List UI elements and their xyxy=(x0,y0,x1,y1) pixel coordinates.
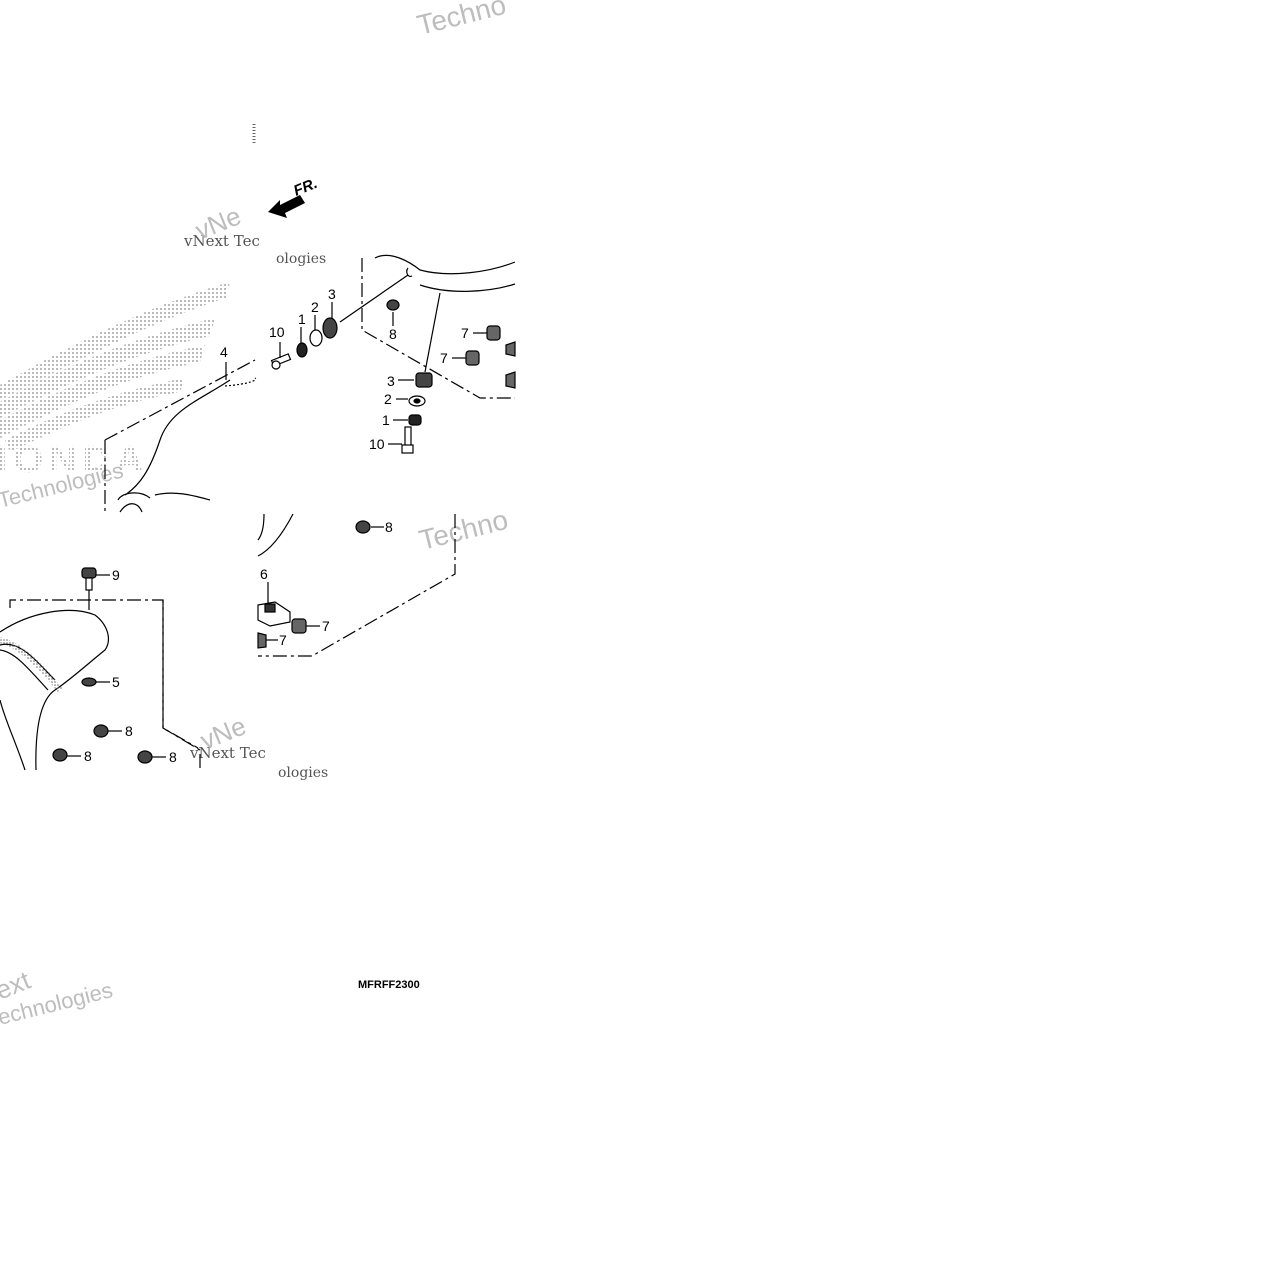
vertical-hardware-stack xyxy=(388,372,433,454)
callout-9: 9 xyxy=(112,567,120,583)
callout-7: 7 xyxy=(322,618,330,634)
watermarks: Techno vNext Tec ologies vNe Technologie… xyxy=(0,0,511,1030)
passenger-seat-group xyxy=(0,574,201,771)
callout-1: 1 xyxy=(298,311,306,327)
watermark-text: vNext Tec xyxy=(183,232,260,250)
callout-labels: 1 2 3 4 10 8 7 7 3 2 1 10 8 6 7 7 9 5 8 … xyxy=(84,286,469,765)
callout-8: 8 xyxy=(389,326,397,342)
callout-10: 10 xyxy=(269,324,285,340)
callout-5: 5 xyxy=(112,674,120,690)
callout-3: 3 xyxy=(387,373,395,389)
middle-bracket-group xyxy=(257,513,456,657)
watermark-text: Techno xyxy=(416,504,511,556)
grommets-upper-right xyxy=(386,299,516,389)
callout-10: 10 xyxy=(369,436,385,452)
upper-hardware-stack xyxy=(270,302,338,370)
callout-8: 8 xyxy=(169,749,177,765)
watermark-text: ologies xyxy=(276,251,326,267)
callout-2: 2 xyxy=(384,391,392,407)
diagram-code: MFRFF2300 xyxy=(358,979,420,991)
callout-8: 8 xyxy=(385,519,393,535)
callout-8: 8 xyxy=(84,748,92,764)
front-direction-arrow: FR. xyxy=(268,175,320,218)
watermark-text: Techno xyxy=(414,0,509,41)
rider-seat-group xyxy=(104,254,516,513)
passenger-seat-hardware xyxy=(52,567,153,764)
honda-wing-logo: HONDA xyxy=(0,282,230,481)
direction-label: FR. xyxy=(291,175,320,200)
callout-8: 8 xyxy=(125,723,133,739)
callout-3: 3 xyxy=(328,286,336,302)
watermark-text: ologies xyxy=(278,765,328,781)
callout-7: 7 xyxy=(461,325,469,341)
callout-1: 1 xyxy=(382,412,390,428)
callout-7: 7 xyxy=(440,350,448,366)
honda-wordmark: HONDA xyxy=(0,439,149,481)
callout-7: 7 xyxy=(279,632,287,648)
callout-2: 2 xyxy=(311,299,319,315)
watermark-text: vNext Tec xyxy=(189,744,266,762)
callout-4: 4 xyxy=(220,344,228,360)
callout-6: 6 xyxy=(260,566,268,582)
